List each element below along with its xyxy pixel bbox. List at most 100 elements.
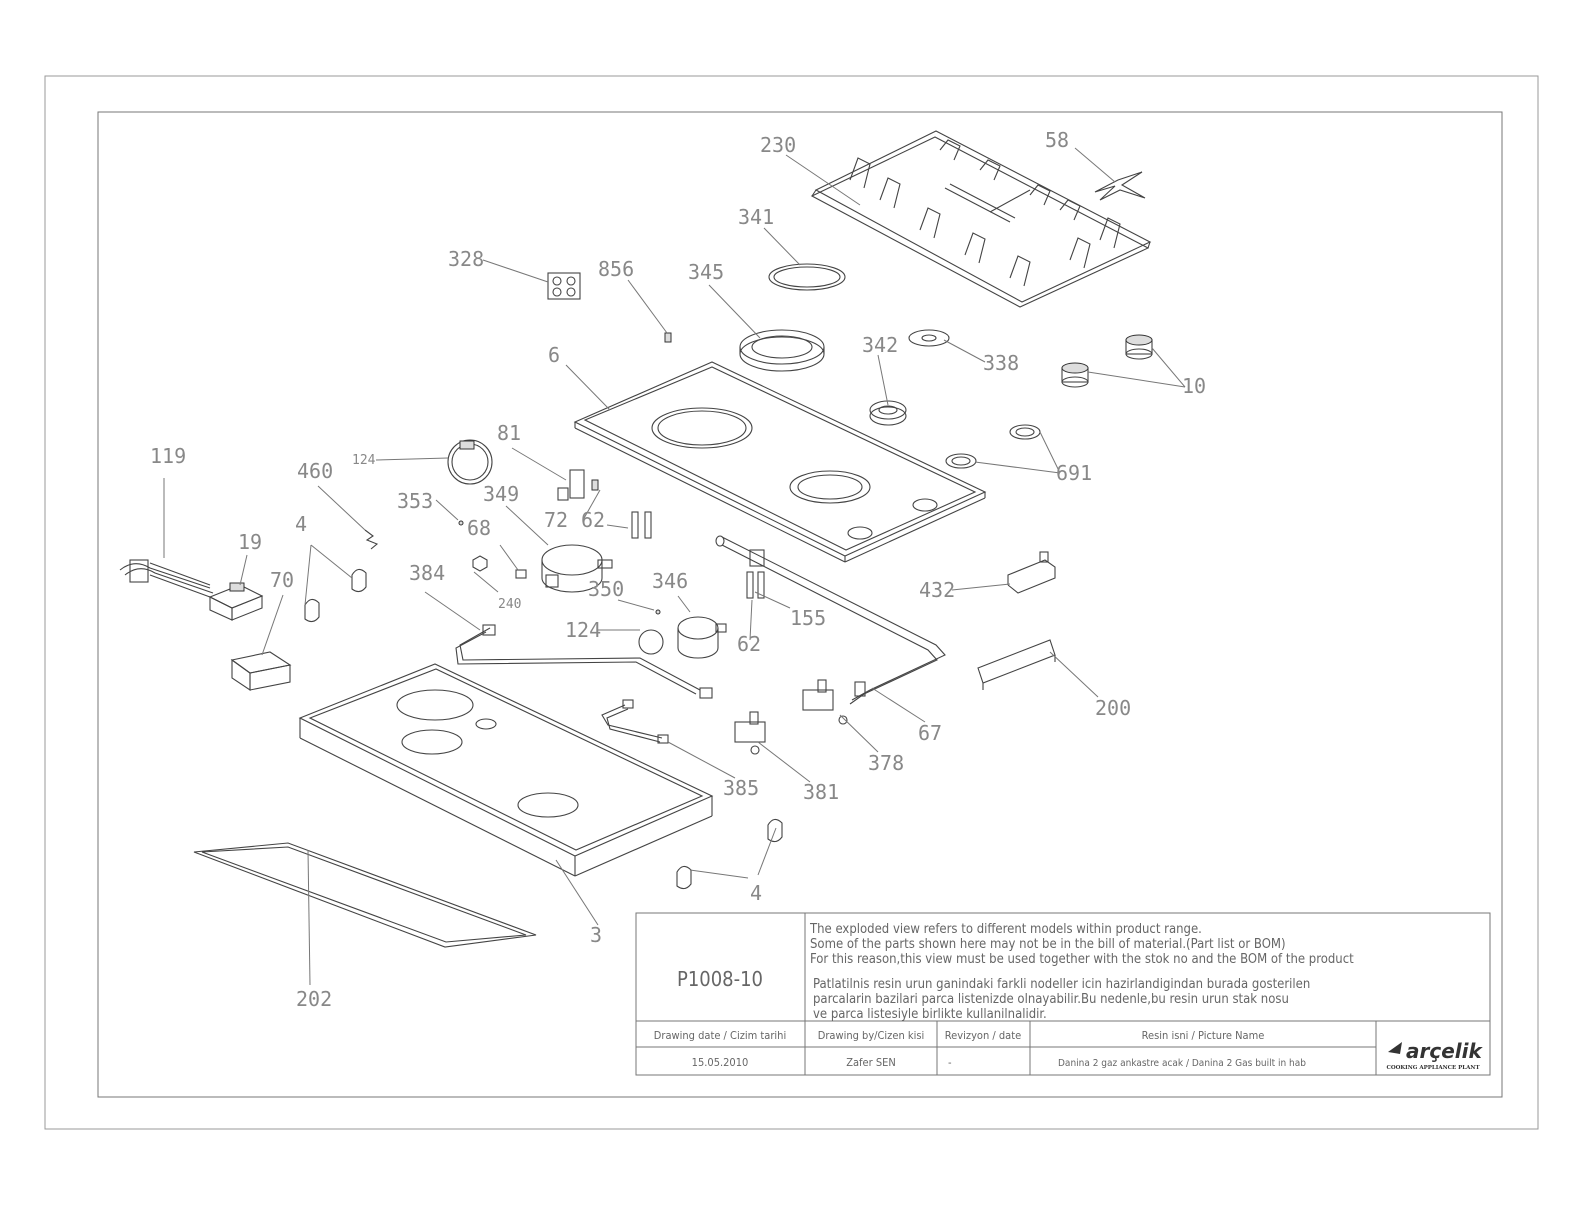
value-picture-name: Danina 2 gaz ankastre acak / Danina 2 Ga… [1058, 1058, 1306, 1069]
label-70: 70 [270, 568, 294, 592]
label-385: 385 [723, 776, 759, 800]
part-378-gas-valve [802, 679, 848, 725]
header-drawing-date: Drawing date / Cizim tarihi [654, 1029, 786, 1042]
part-10-knob-2 [1061, 362, 1089, 388]
logo-subtitle: COOKING APPLIANCE PLANT [1386, 1065, 1480, 1071]
label-240: 240 [498, 597, 521, 612]
part-381-gas-valve [734, 711, 766, 755]
part-81-injector [557, 469, 599, 501]
note-tr-3: ve parca listesiyle birlikte kullanilnal… [813, 1007, 1047, 1022]
label-62-top: 62 [581, 508, 605, 532]
arcelik-logo: arçelik COOKING APPLIANCE PLANT [1386, 1039, 1483, 1071]
note-en-3: For this reason,this view must be used t… [810, 952, 1354, 967]
part-230-pan-support [810, 130, 1152, 308]
label-350: 350 [588, 577, 624, 601]
part-385-gas-pipe [601, 699, 669, 744]
inner-frame [97, 111, 1503, 1098]
part-432-bracket [1007, 551, 1056, 594]
label-460: 460 [297, 459, 333, 483]
part-342-small-burner [869, 400, 907, 426]
label-124-bottom: 124 [565, 618, 601, 642]
part-124-spring-clip-2 [638, 629, 664, 655]
label-341: 341 [738, 205, 774, 229]
part-124-spring-clip-1 [447, 439, 493, 485]
label-62-bottom: 62 [737, 632, 761, 656]
label-349: 349 [483, 482, 519, 506]
part-4-clip-1 [304, 568, 367, 623]
part-58-star-support [1094, 171, 1146, 201]
part-338-small-cap-inner [921, 334, 937, 342]
label-72: 72 [544, 508, 568, 532]
part-19-ignition-unit [208, 582, 264, 621]
label-346: 346 [652, 569, 688, 593]
label-124-top: 124 [352, 453, 376, 468]
part-691-bezel-1 [1009, 424, 1041, 440]
part-460-thermocouple-clip [364, 529, 379, 550]
label-3: 3 [590, 923, 602, 947]
label-81: 81 [497, 421, 521, 445]
part-346-small-burner-body [677, 616, 727, 659]
label-119: 119 [150, 444, 186, 468]
part-10-knob-1 [1125, 334, 1153, 360]
label-202: 202 [296, 987, 332, 1011]
part-341-burner-cap-inner [773, 266, 841, 288]
label-19: 19 [238, 530, 262, 554]
title-block: P1008-10 The exploded view refers to dif… [635, 912, 1491, 1076]
logo-mark-icon [1388, 1042, 1402, 1054]
part-155-gas-rail [715, 535, 946, 705]
leader-lines [163, 147, 1186, 986]
label-155: 155 [790, 606, 826, 630]
header-drawing-by: Drawing by/Cizen kisi [818, 1029, 925, 1042]
label-378: 378 [868, 751, 904, 775]
part-349-burner-body [541, 544, 613, 593]
outer-frame [44, 75, 1539, 1130]
note-en-2: Some of the parts shown here may not be … [810, 937, 1286, 952]
part-62-electrode-2 [746, 571, 765, 599]
part-856-screw [664, 332, 672, 343]
part-200-bracket [977, 639, 1056, 690]
value-revision: - [948, 1056, 952, 1069]
part-labels: 230 58 341 328 856 345 6 342 338 10 124 … [150, 128, 1206, 1011]
part-70-switch-housing [230, 651, 292, 692]
label-68: 68 [467, 516, 491, 540]
value-drawing-date: 15.05.2010 [692, 1056, 749, 1069]
part-68-nut [515, 569, 527, 579]
logo-wordmark: arçelik [1406, 1039, 1483, 1063]
label-691: 691 [1056, 461, 1092, 485]
label-342: 342 [862, 333, 898, 357]
label-338: 338 [983, 351, 1019, 375]
label-58: 58 [1045, 128, 1069, 152]
header-revision: Revizyon / date [945, 1029, 1021, 1042]
part-350-screw [655, 609, 661, 615]
drawing-number: P1008-10 [677, 967, 763, 991]
part-62-electrode-1 [631, 511, 652, 539]
part-6-hob-top [573, 361, 987, 563]
part-353-screw [458, 520, 464, 526]
part-119-power-cable [119, 559, 214, 598]
label-353: 353 [397, 489, 433, 513]
part-384-gas-pipe [455, 624, 713, 699]
label-6: 6 [548, 343, 560, 367]
label-345: 345 [688, 260, 724, 284]
label-230: 230 [760, 133, 796, 157]
header-picture-name: Resin isni / Picture Name [1142, 1029, 1265, 1042]
label-328: 328 [448, 247, 484, 271]
note-tr-2: parcalarin bazilari parca listenizde oln… [813, 992, 1289, 1007]
label-856: 856 [598, 257, 634, 281]
label-381: 381 [803, 780, 839, 804]
label-4-bottom: 4 [750, 881, 762, 905]
label-4-top: 4 [295, 512, 307, 536]
part-341-burner-cap [768, 263, 846, 291]
part-3-bottom-tray [298, 663, 714, 877]
part-328-label [547, 272, 581, 300]
part-338-small-cap [908, 329, 950, 347]
label-384: 384 [409, 561, 445, 585]
label-432: 432 [919, 578, 955, 602]
part-240-nut [472, 555, 488, 572]
label-200: 200 [1095, 696, 1131, 720]
note-en-1: The exploded view refers to different mo… [809, 922, 1202, 937]
part-67-pipe-end [854, 681, 866, 697]
note-tr-1: Patlatilnis resin urun ganindaki farkli … [813, 977, 1310, 992]
part-691-bezel-2 [945, 453, 977, 469]
